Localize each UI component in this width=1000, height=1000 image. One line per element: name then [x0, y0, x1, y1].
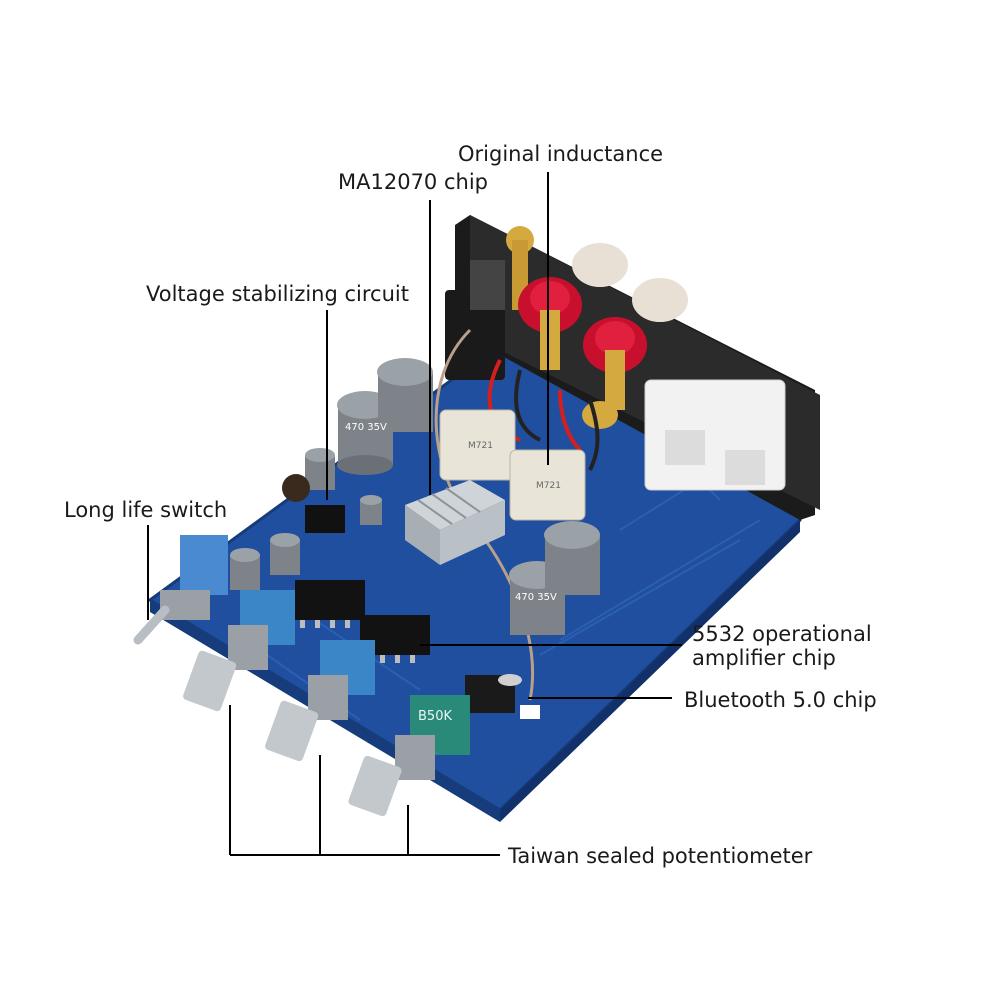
dc-jack: [445, 290, 505, 380]
callout-potentiometer: Taiwan sealed potentiometer: [508, 844, 813, 868]
callout-original-inductance: Original inductance: [458, 142, 664, 166]
callout-long-life-switch: Long life switch: [64, 498, 228, 522]
inductor-small: [282, 474, 310, 502]
capacitors: 470 35V 470 35V: [230, 358, 600, 635]
heatsink: [405, 480, 505, 565]
inductor-label: M721: [468, 441, 493, 451]
potentiometer-3: B50K: [348, 695, 470, 817]
potentiometer-1: [183, 590, 295, 712]
pcb-edge-right: [500, 520, 800, 822]
antenna-pad: [520, 705, 540, 719]
inductors: M721 M721: [439, 409, 586, 521]
speaker-connector-slot: [665, 430, 705, 465]
toggle-switch: [133, 535, 228, 645]
callout-bluetooth-chip: Bluetooth 5.0 chip: [684, 688, 877, 712]
speaker-connector-slot: [725, 450, 765, 485]
callout-opamp-line2: amplifier chip: [692, 646, 836, 670]
cap-label: 470 35V: [515, 592, 557, 603]
callout-voltage-stabilizing: Voltage stabilizing circuit: [146, 282, 409, 306]
inductor-label: M721: [536, 481, 561, 491]
speaker-terminals: [518, 243, 688, 429]
crystal: [498, 674, 522, 686]
callout-opamp-line1: 5532 operational: [692, 622, 872, 646]
regulator-chip: [305, 505, 345, 533]
pot-label: B50K: [418, 709, 452, 724]
cap-label: 470 35V: [345, 422, 387, 433]
callout-ma12070-chip: MA12070 chip: [338, 170, 488, 194]
potentiometer-2: [265, 640, 375, 762]
dc-jack-top: [470, 260, 505, 310]
callout-lines: [147, 172, 682, 856]
